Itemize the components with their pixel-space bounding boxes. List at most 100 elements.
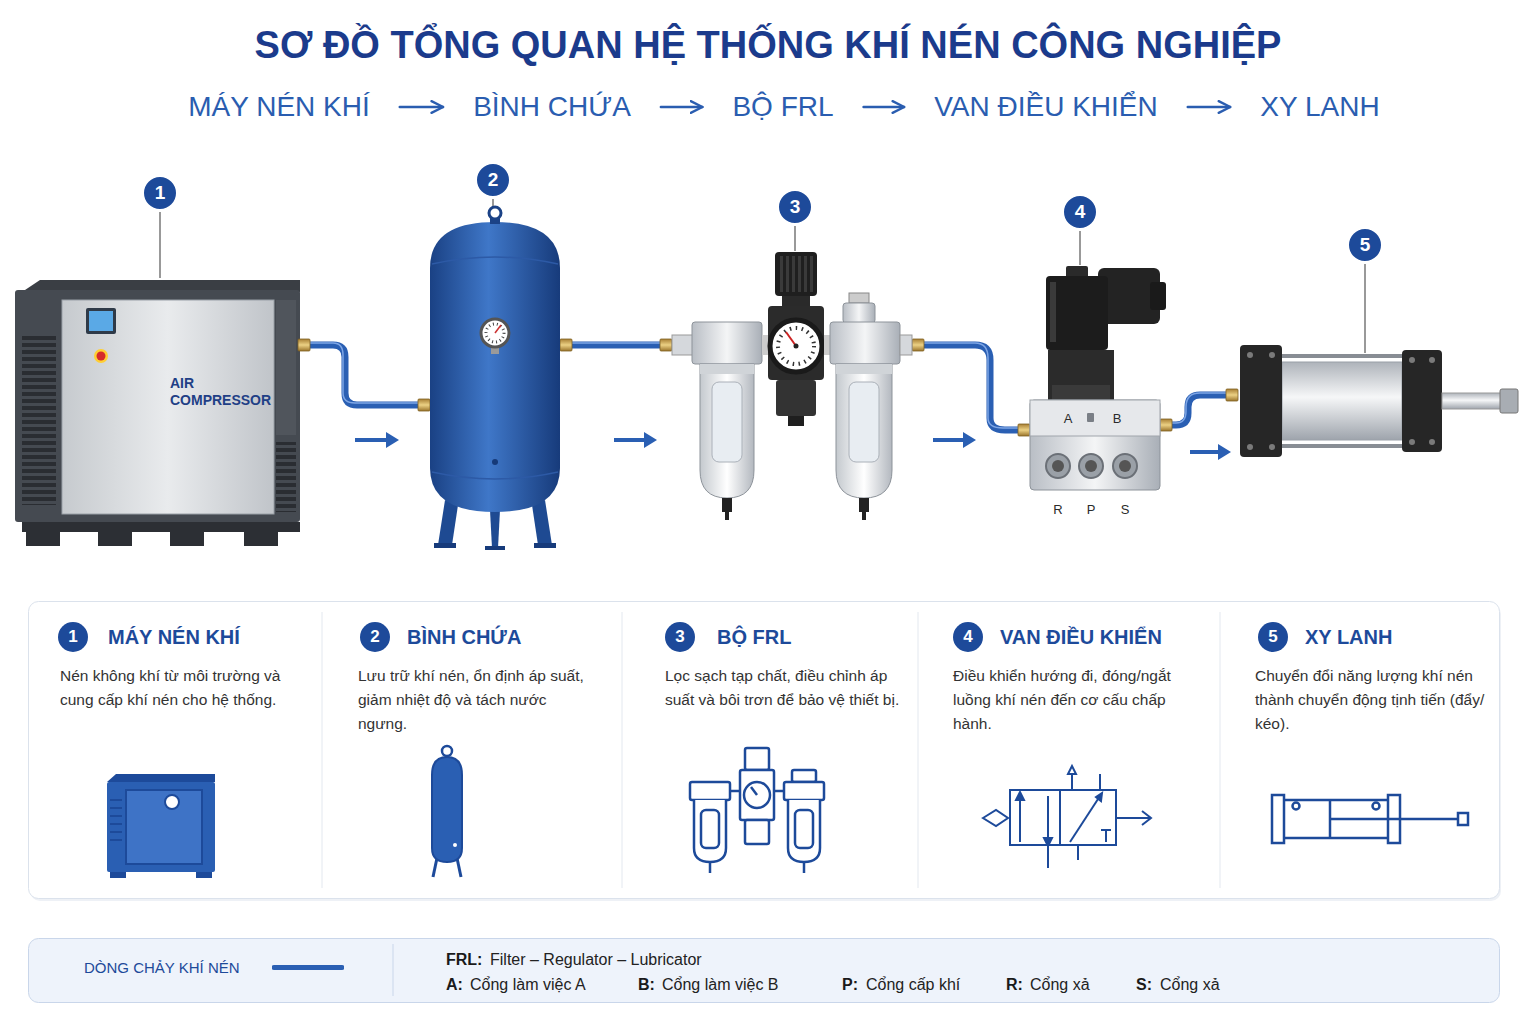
valve-symbol-icon: [1116, 817, 1150, 819]
frl-icon: [744, 782, 770, 808]
pneumatic-cylinder: [1429, 357, 1435, 363]
solenoid-valve: [1119, 460, 1131, 472]
air-receiver-tank: [438, 500, 458, 545]
callout-circle: [1063, 195, 1097, 229]
callout-number: 1: [155, 182, 166, 204]
frl-icon: [803, 862, 806, 873]
valve-symbol-icon: [983, 810, 1008, 826]
card-number-circle: [58, 622, 1288, 652]
valve-symbol-icon: [1096, 793, 1102, 801]
pneumatic-cylinder: [1247, 444, 1253, 450]
air-receiver-tank: [430, 222, 560, 512]
air-compressor: [94, 349, 108, 363]
card-panel: [29, 602, 1500, 899]
valve-symbol-icon: [1077, 845, 1079, 860]
air-receiver-tank: [430, 207, 560, 550]
flow-step-text: XY LANH: [1260, 90, 1379, 124]
flow-step: BÌNH CHỨA: [443, 90, 661, 124]
valve-symbol-icon: [1070, 796, 1100, 842]
frl-icon: [709, 862, 712, 873]
port-label: S: [1121, 502, 1130, 517]
port-label: R: [1053, 502, 1062, 517]
air-receiver-tank: [534, 543, 556, 548]
abbreviation-text: Cổng làm việc B: [662, 976, 779, 994]
air-receiver-tank: [490, 510, 500, 548]
frl-unit: [672, 252, 912, 520]
pipe-fitting: [298, 339, 310, 351]
compressor-icon: [110, 872, 126, 878]
flow-arrow-connector: [1188, 106, 1231, 109]
flow-step-text: BỘ FRL: [732, 90, 833, 124]
air-pipe: [310, 343, 418, 403]
cylinder-icon: [1373, 803, 1380, 810]
compressor-icon: [196, 872, 212, 878]
abbreviation-text: Cổng xả: [1030, 976, 1090, 994]
flow-arrow-connector: [864, 106, 905, 109]
air-compressor: [97, 352, 106, 361]
abbreviation-text: Cổng làm việc A: [470, 976, 586, 994]
solenoid-valve: [1046, 454, 1070, 478]
component-card: MÁY NÉN KHÍNén không khí từ môi trường v…: [60, 622, 298, 712]
flow-arrow: [963, 432, 976, 448]
valve-symbol-icon: [983, 766, 1151, 868]
frl-icon: [792, 770, 816, 782]
air-receiver-tank: [532, 500, 552, 545]
card-number-circle: [1258, 622, 1288, 652]
pneumatic-cylinder: [1282, 362, 1402, 440]
valve-symbol-icon: [1068, 766, 1076, 774]
cylinder-icon: [1293, 803, 1300, 810]
frl-icon: [690, 748, 824, 873]
air-compressor: [22, 522, 300, 532]
pneumatic-cylinder: [1240, 345, 1518, 457]
card-heading: XY LANH: [1305, 622, 1493, 652]
frl-icon: [774, 790, 784, 793]
callout-leader: [492, 199, 493, 206]
pipe-fitting: [912, 339, 924, 351]
flow-step: VAN ĐIỀU KHIỂN: [904, 90, 1188, 124]
card-number-circle: [953, 622, 983, 652]
frl-unit: [778, 328, 814, 364]
air-receiver-tank: [485, 546, 505, 550]
air-compressor: [244, 532, 278, 546]
flow-arrow: [386, 432, 399, 448]
card-number: 1: [68, 627, 77, 647]
solenoid-valve: [1048, 350, 1114, 400]
compressor-icon: [107, 782, 215, 872]
component-card: BÌNH CHỨALưu trữ khí nén, ổn định áp suấ…: [358, 622, 596, 736]
tank-icon: [457, 858, 461, 877]
pneumatic-cylinder: [1269, 444, 1275, 450]
air-compressor: [98, 532, 132, 546]
frl-unit: [778, 256, 814, 292]
solenoid-valve: [1030, 266, 1166, 490]
air-pipe: [572, 342, 660, 349]
air-compressor: [89, 311, 113, 331]
frl-unit: [900, 335, 912, 355]
flow-arrow-connector: [661, 106, 703, 109]
abbreviation-text: Cổng xả: [1160, 976, 1220, 994]
card-panel: [918, 612, 919, 888]
air-receiver-tank: [492, 459, 498, 465]
air-receiver-tank: [432, 257, 558, 264]
card-number: 3: [675, 627, 684, 647]
frl-unit: [700, 364, 754, 374]
flow-step: MÁY NÉN KHÍ: [158, 90, 400, 124]
callout-leader: [160, 199, 1365, 353]
device-label: AIR COMPRESSOR: [170, 375, 282, 409]
callout-circle: [143, 176, 177, 210]
flow-step: BỘ FRL: [702, 90, 863, 124]
compressor-icon: [165, 795, 179, 809]
air-compressor: [276, 300, 296, 435]
solenoid-valve: [1079, 454, 1103, 478]
tank-icon: [432, 757, 462, 862]
cylinder-icon: [1272, 795, 1468, 843]
pipe-fitting: [560, 339, 572, 351]
air-pipe: [924, 343, 1018, 428]
frl-icon: [745, 748, 769, 770]
card-number-circle: [58, 622, 88, 652]
tank-icon: [453, 843, 457, 847]
frl-unit: [692, 322, 762, 364]
port-label: A: [1064, 411, 1073, 426]
air-receiver-tank: [432, 472, 558, 479]
frl-unit: [849, 293, 869, 303]
card-description: Nén không khí từ môi trường và cung cấp …: [60, 664, 298, 712]
